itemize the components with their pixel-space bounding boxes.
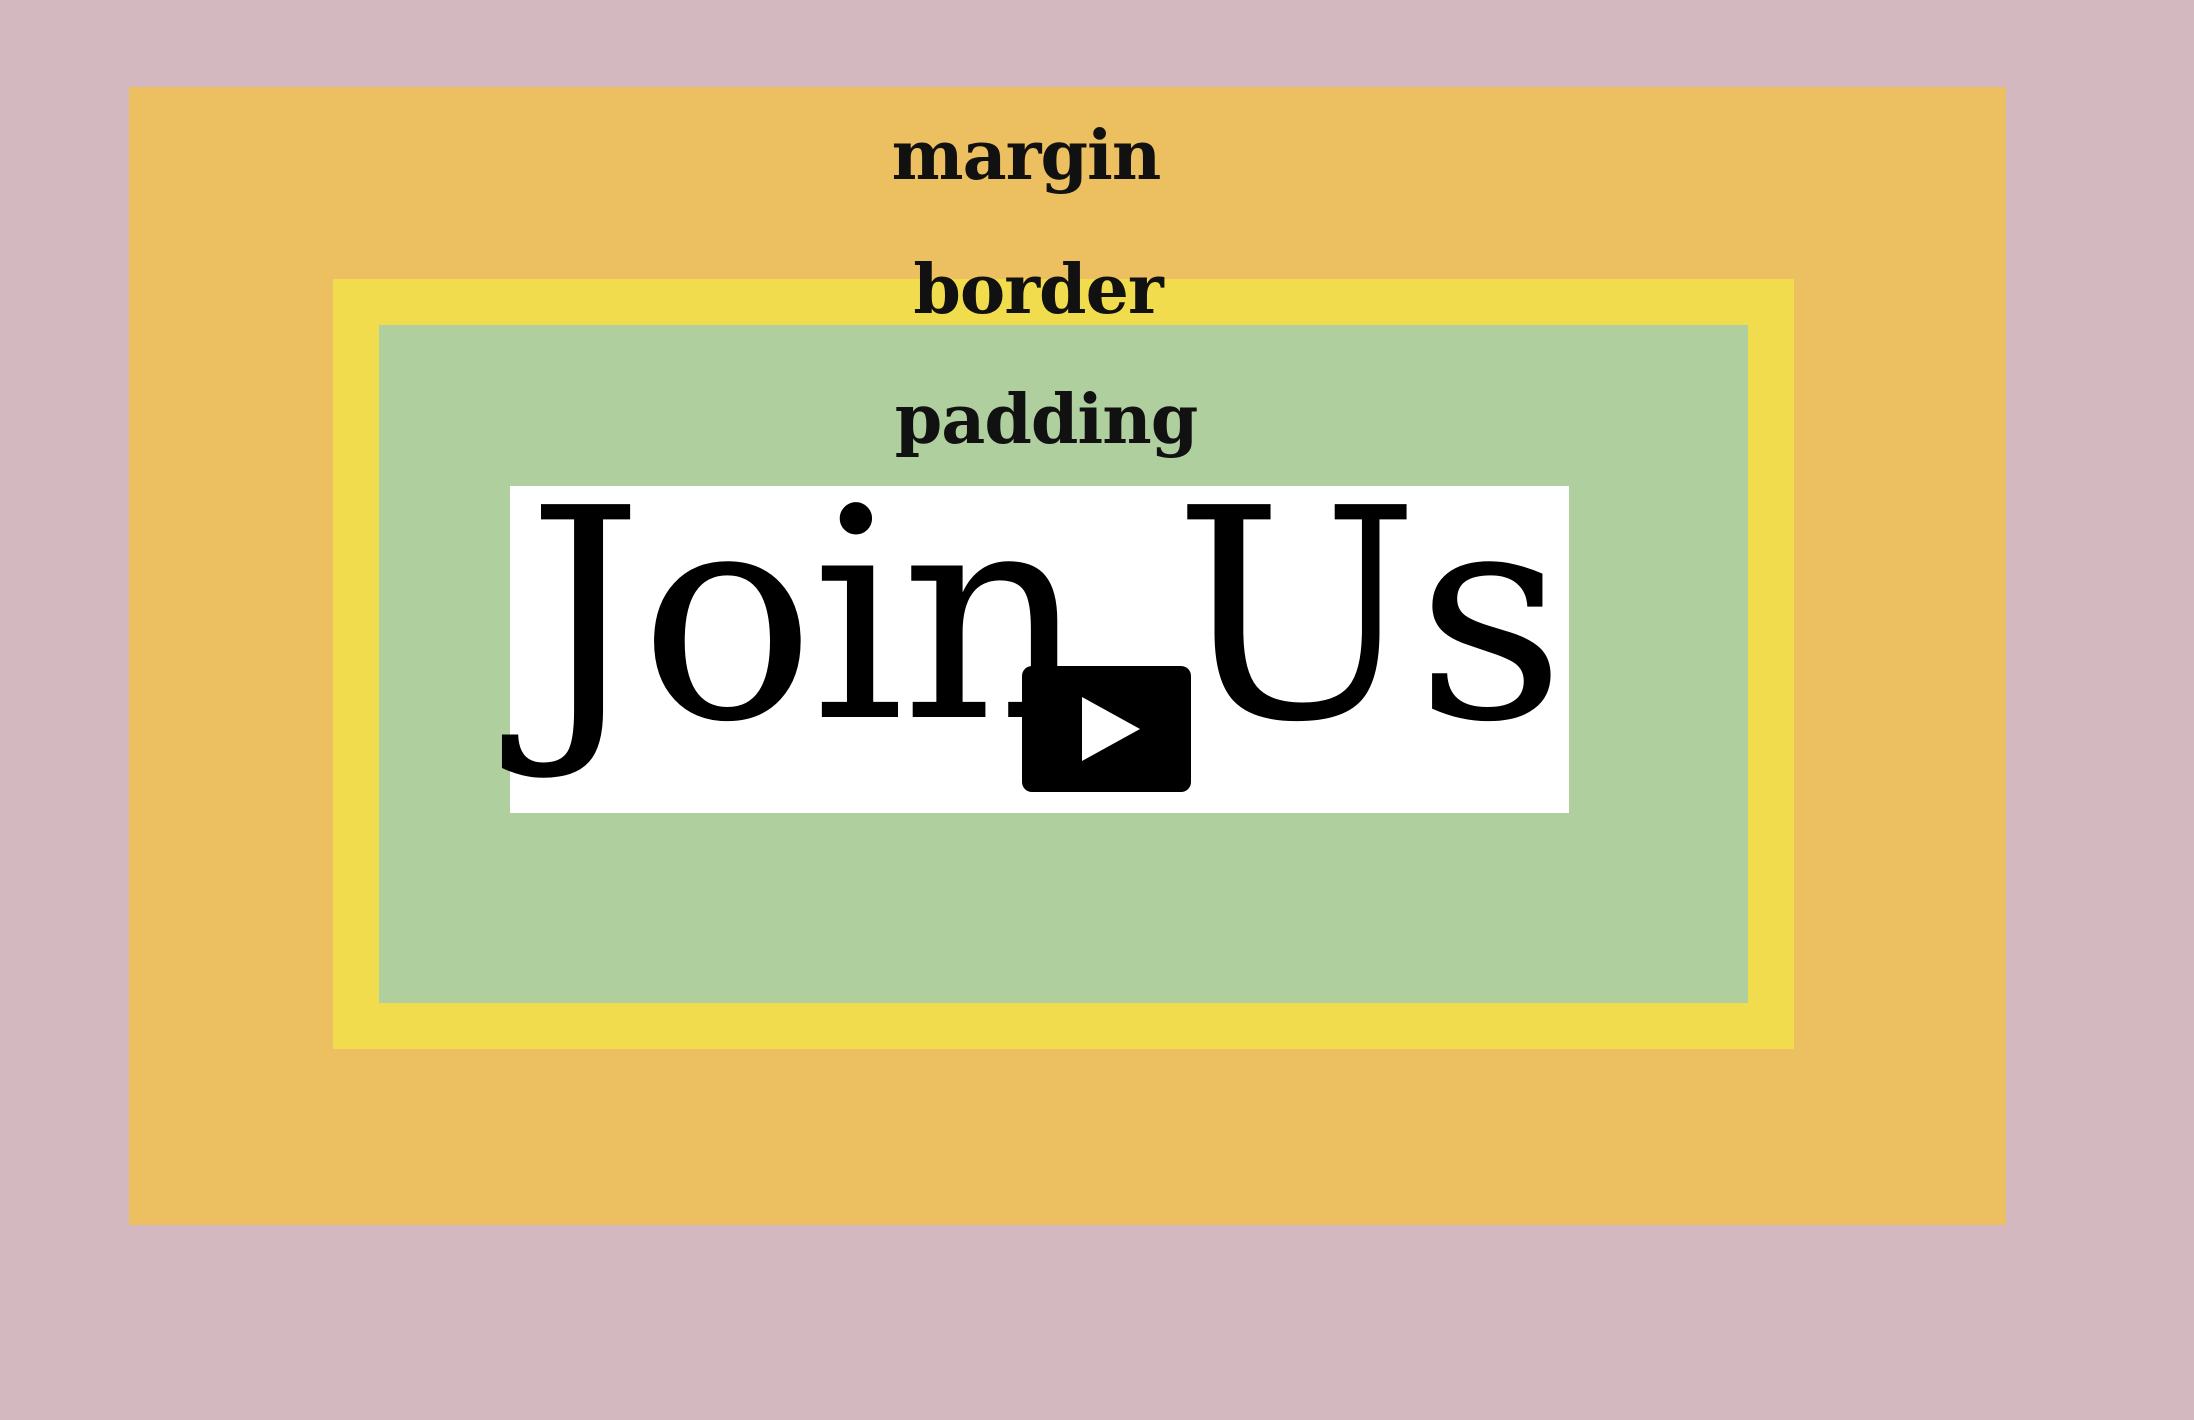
- margin-label: margin: [891, 116, 1162, 196]
- border-label: border: [913, 250, 1163, 330]
- padding-label: padding: [894, 380, 1199, 460]
- play-icon: [1082, 697, 1140, 761]
- play-button[interactable]: [1022, 666, 1191, 792]
